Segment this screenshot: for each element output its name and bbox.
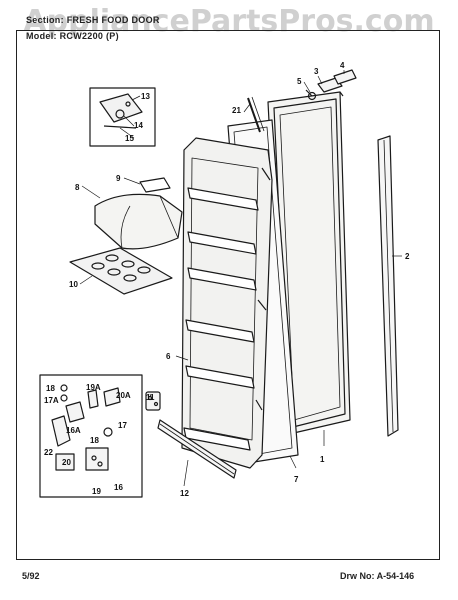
label-part-20: 20 bbox=[62, 458, 71, 467]
label-part-7: 7 bbox=[294, 475, 299, 484]
dairy-label bbox=[139, 177, 171, 193]
dairy-door bbox=[94, 193, 183, 250]
hinge-inset bbox=[89, 87, 156, 147]
label-part-3: 3 bbox=[314, 67, 319, 76]
label-part-19: 19 bbox=[92, 487, 101, 496]
label-part-12: 12 bbox=[180, 489, 189, 498]
label-part-2: 2 bbox=[405, 252, 410, 261]
label-part-17a: 17A bbox=[44, 396, 59, 405]
label-part-19a: 19A bbox=[86, 383, 101, 392]
model-title: Model: RCW2200 (P) bbox=[26, 31, 119, 41]
label-part-15: 15 bbox=[125, 134, 134, 143]
label-part-8: 8 bbox=[75, 183, 80, 192]
section-title: Section: FRESH FOOD DOOR bbox=[26, 15, 160, 25]
label-part-16a: 16A bbox=[66, 426, 81, 435]
door-stile bbox=[377, 135, 399, 437]
label-part-18-bottom: 18 bbox=[90, 436, 99, 445]
door-liner bbox=[181, 137, 273, 469]
label-part-16: 16 bbox=[114, 483, 123, 492]
label-part-21: 21 bbox=[232, 106, 241, 115]
label-part-11: 11 bbox=[146, 393, 155, 402]
label-part-17: 17 bbox=[118, 421, 127, 430]
footer-drawing-number: Drw No: A-54-146 bbox=[340, 571, 415, 581]
leader-lines bbox=[79, 70, 402, 487]
top-hinge-parts bbox=[305, 69, 357, 101]
label-part-20a: 20A bbox=[116, 391, 131, 400]
label-part-13: 13 bbox=[141, 92, 150, 101]
bottom-trim bbox=[157, 419, 237, 479]
label-part-1: 1 bbox=[320, 455, 325, 464]
label-part-6: 6 bbox=[166, 352, 171, 361]
handle-bracket bbox=[145, 391, 161, 411]
diagram-frame bbox=[16, 30, 440, 560]
label-part-14: 14 bbox=[134, 121, 143, 130]
label-part-5: 5 bbox=[297, 77, 302, 86]
label-part-4: 4 bbox=[340, 61, 345, 70]
label-part-9: 9 bbox=[116, 174, 121, 183]
label-part-10: 10 bbox=[69, 280, 78, 289]
breaker-strip bbox=[247, 96, 265, 133]
footer-date: 5/92 bbox=[22, 571, 40, 581]
closer-kit-inset bbox=[39, 374, 143, 498]
label-part-22: 22 bbox=[44, 448, 53, 457]
label-part-18-top: 18 bbox=[46, 384, 55, 393]
egg-tray bbox=[69, 247, 173, 295]
